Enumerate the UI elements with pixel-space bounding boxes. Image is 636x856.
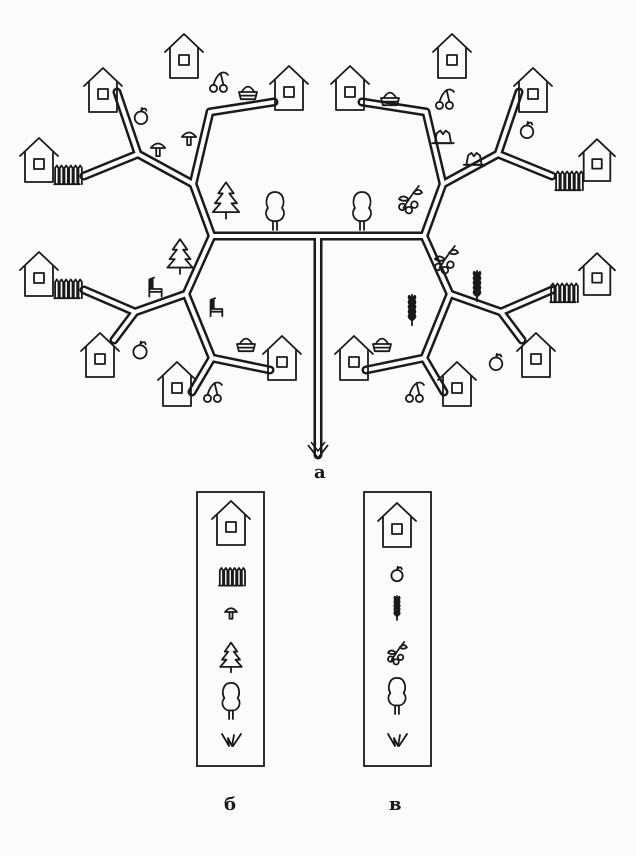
- fence-icon: [554, 170, 584, 192]
- road-core: [422, 356, 446, 394]
- cherry-icon: [202, 381, 223, 403]
- basket-icon: [380, 91, 400, 107]
- road-core: [208, 100, 276, 114]
- deciduous-tree-icon: [265, 191, 285, 231]
- road-core: [82, 152, 140, 178]
- stump-icon: [431, 129, 455, 145]
- road-core: [496, 152, 554, 178]
- basket-icon: [238, 85, 258, 101]
- fence-icon: [218, 567, 246, 587]
- apple-icon: [133, 106, 149, 126]
- mushroom-icon: [224, 607, 238, 620]
- apple-icon: [519, 120, 535, 140]
- house-icon: [513, 67, 553, 113]
- house-icon: [19, 251, 59, 297]
- label-a: а: [314, 462, 326, 483]
- legend-panel-c: [363, 491, 432, 767]
- house-icon: [578, 252, 616, 296]
- house-icon: [83, 67, 123, 113]
- house-icon: [80, 332, 120, 378]
- arrow-head: [307, 444, 329, 460]
- basket-icon: [372, 337, 392, 353]
- road-core: [424, 110, 445, 186]
- wheat-icon: [393, 595, 401, 621]
- cherry-icon: [208, 71, 229, 93]
- arrow-head-inner: [310, 441, 326, 453]
- road-core: [422, 182, 445, 238]
- house-icon: [269, 65, 309, 111]
- road-core: [499, 288, 554, 314]
- road-core: [115, 90, 140, 156]
- road-core: [448, 292, 503, 314]
- house-icon: [330, 65, 370, 111]
- road-core: [136, 152, 195, 186]
- road-core: [191, 110, 212, 186]
- deciduous-tree-icon: [387, 676, 407, 715]
- deciduous-tree-icon: [352, 191, 372, 231]
- house-icon: [19, 137, 59, 183]
- road-core: [441, 152, 500, 186]
- stump-icon: [462, 151, 486, 166]
- road-network: [79, 87, 557, 460]
- mushroom-icon: [149, 142, 167, 158]
- road-core: [364, 356, 426, 372]
- fence-icon: [549, 282, 579, 304]
- fir-tree-icon: [166, 238, 194, 275]
- cherry-icon: [404, 381, 425, 403]
- house-icon: [164, 33, 204, 79]
- road-core: [360, 100, 428, 114]
- label-b: б: [224, 794, 237, 815]
- fence-icon: [53, 278, 83, 300]
- grass-icon: [221, 733, 242, 747]
- fir-tree-icon: [211, 181, 241, 220]
- apple-icon: [132, 340, 148, 360]
- apple-icon: [488, 352, 504, 372]
- road-core: [133, 292, 188, 314]
- apple-icon: [390, 565, 404, 583]
- house-icon: [432, 33, 472, 79]
- legend-panel-b: [196, 491, 265, 767]
- road-core: [496, 90, 521, 156]
- fence-icon: [53, 164, 83, 186]
- road-core: [112, 310, 137, 342]
- house-icon: [211, 500, 251, 546]
- grass-icon: [387, 733, 408, 747]
- deciduous-tree-icon: [221, 681, 241, 720]
- basket-icon: [236, 337, 256, 353]
- wheat-icon: [472, 269, 482, 303]
- legend-panels: [196, 491, 432, 767]
- house-icon: [377, 502, 417, 548]
- road-core: [82, 288, 137, 314]
- house-icon: [578, 138, 616, 182]
- road-segment: [181, 231, 217, 363]
- diagram-icons: [19, 33, 616, 407]
- wheat-icon: [407, 293, 417, 327]
- berry-sprig-icon: [434, 245, 459, 275]
- house-icon: [262, 335, 302, 381]
- chair-icon: [148, 276, 163, 298]
- road-core: [190, 356, 214, 394]
- house-icon: [334, 335, 374, 381]
- berry-sprig-icon: [398, 185, 423, 215]
- house-icon: [157, 361, 197, 407]
- house-icon: [437, 361, 477, 407]
- house-icon: [516, 332, 556, 378]
- cherry-icon: [434, 88, 455, 110]
- road-segment: [419, 231, 455, 363]
- mushroom-icon: [180, 131, 198, 147]
- road-core: [191, 182, 214, 238]
- road-core: [210, 356, 272, 372]
- road-core: [499, 310, 524, 342]
- label-c: в: [389, 794, 402, 815]
- fir-tree-icon: [219, 641, 243, 674]
- berry-sprig-icon: [387, 641, 408, 666]
- chair-icon: [209, 297, 224, 318]
